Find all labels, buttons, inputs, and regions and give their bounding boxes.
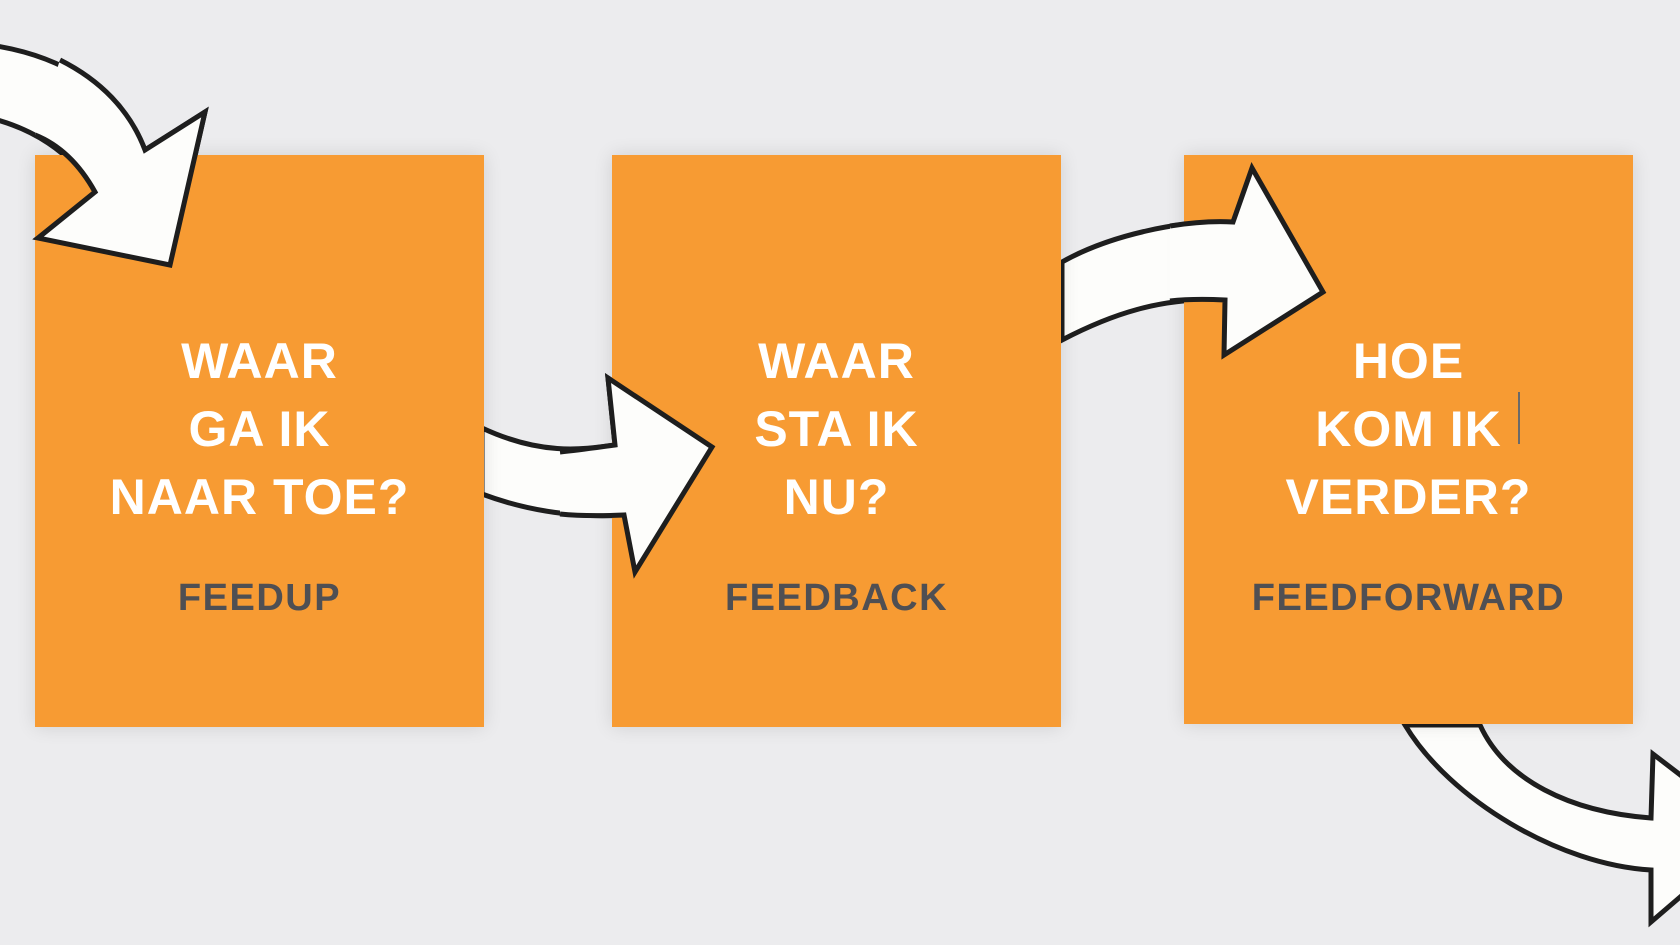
question-line: WAAR <box>758 333 915 389</box>
question-line: STA IK <box>754 401 919 457</box>
question-line: VERDER? <box>1285 469 1532 525</box>
step-question: WAAR GA IK NAAR TOE? <box>110 327 410 531</box>
arrow-out-icon <box>1400 722 1680 928</box>
question-line: NAAR TOE? <box>109 469 410 525</box>
step-question: HOE KOM IK VERDER? <box>1286 327 1532 531</box>
step-card-feedback: WAAR STA IK NU? FEEDBACK <box>612 155 1061 727</box>
step-label: FEEDBACK <box>724 577 949 619</box>
question-line: WAAR <box>181 333 338 389</box>
question-line: KOM IK <box>1315 401 1502 457</box>
step-label: FEEDUP <box>177 577 342 619</box>
step-card-feedforward: HOE KOM IK VERDER? FEEDFORWARD <box>1184 155 1633 724</box>
question-line: GA IK <box>188 401 331 457</box>
question-line: HOE <box>1352 333 1465 389</box>
text-cursor <box>1518 392 1520 444</box>
step-question: WAAR STA IK NU? <box>754 327 918 531</box>
step-label: FEEDFORWARD <box>1251 577 1566 619</box>
question-line: NU? <box>783 469 890 525</box>
step-card-feedup: WAAR GA IK NAAR TOE? FEEDUP <box>35 155 484 727</box>
